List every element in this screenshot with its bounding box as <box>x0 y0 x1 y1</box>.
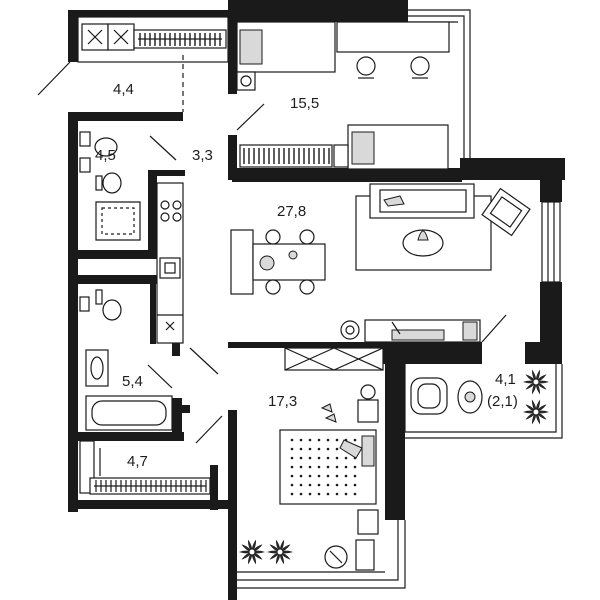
walls <box>68 0 565 600</box>
bedroom-master-furniture <box>279 347 384 571</box>
area-label-loggia-reduced: (2,1) <box>487 393 518 410</box>
outline-lines <box>77 9 563 589</box>
living-furniture <box>189 183 531 375</box>
area-label-living-kitchen: 27,8 <box>277 203 306 220</box>
area-label-hall: 4,4 <box>113 81 134 98</box>
bathroom-1-fixtures <box>79 131 177 241</box>
bathroom-2-fixtures <box>79 289 173 431</box>
area-label-loggia: 4,1 <box>495 371 516 388</box>
area-labels: 4,4 15,5 4,5 3,3 27,8 5,4 4,7 17,3 4,1 (… <box>95 81 518 470</box>
area-label-bathroom-1: 4,5 <box>95 147 116 164</box>
wardrobe-furniture <box>79 415 223 495</box>
area-label-corridor: 3,3 <box>192 147 213 164</box>
area-label-bedroom-kids: 15,5 <box>290 95 319 112</box>
area-label-bathroom-2: 5,4 <box>122 373 143 390</box>
area-label-bedroom-master: 17,3 <box>268 393 297 410</box>
bedroom-kids-furniture <box>236 21 450 170</box>
plants <box>239 369 549 565</box>
area-label-wardrobe: 4,7 <box>127 453 148 470</box>
kitchen <box>156 182 184 344</box>
hall <box>37 23 227 112</box>
loggia-furniture <box>410 377 483 415</box>
